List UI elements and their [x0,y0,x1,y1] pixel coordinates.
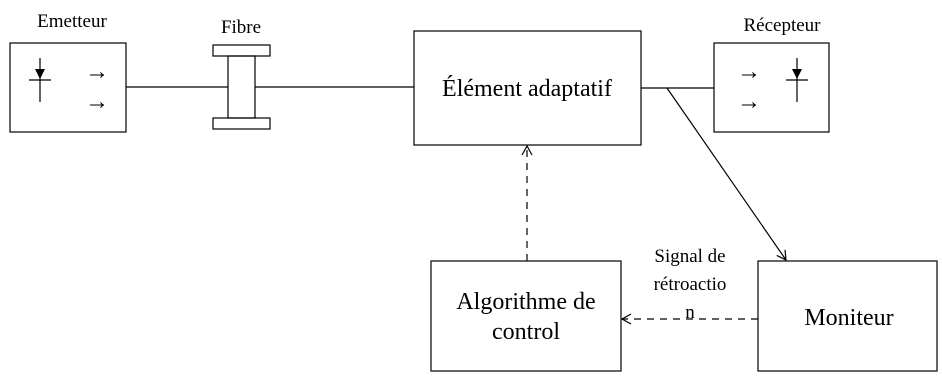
diode-down-icon [786,58,808,102]
emitter-label: Emetteur [37,11,107,32]
feedback-label-line3: n [685,302,695,323]
emitter-arrow-top-icon: → [85,59,109,85]
receiver-box [713,42,830,133]
control-algorithm-label-line1: Algorithme de [456,289,595,315]
arrow-adaptive-monitor [666,87,787,262]
feedback-label-line1: Signal de [654,246,725,267]
receiver-label: Récepteur [743,15,821,36]
control-algorithm-box [430,260,622,372]
receiver-arrow-bottom-icon: → [737,89,761,115]
emitter-arrow-bottom-icon: → [85,89,109,115]
emitter-box [9,42,127,133]
feedback-label-line2: rétroactio [654,274,727,295]
receiver-arrow-top-icon: → [737,59,761,85]
monitor-box [757,260,938,372]
control-algorithm-label-line2: control [492,319,560,345]
fiber-label: Fibre [221,17,261,38]
adaptive-element-label: Élément adaptatif [442,76,612,102]
monitor-label: Moniteur [804,305,893,331]
diode-down-icon [29,58,51,102]
